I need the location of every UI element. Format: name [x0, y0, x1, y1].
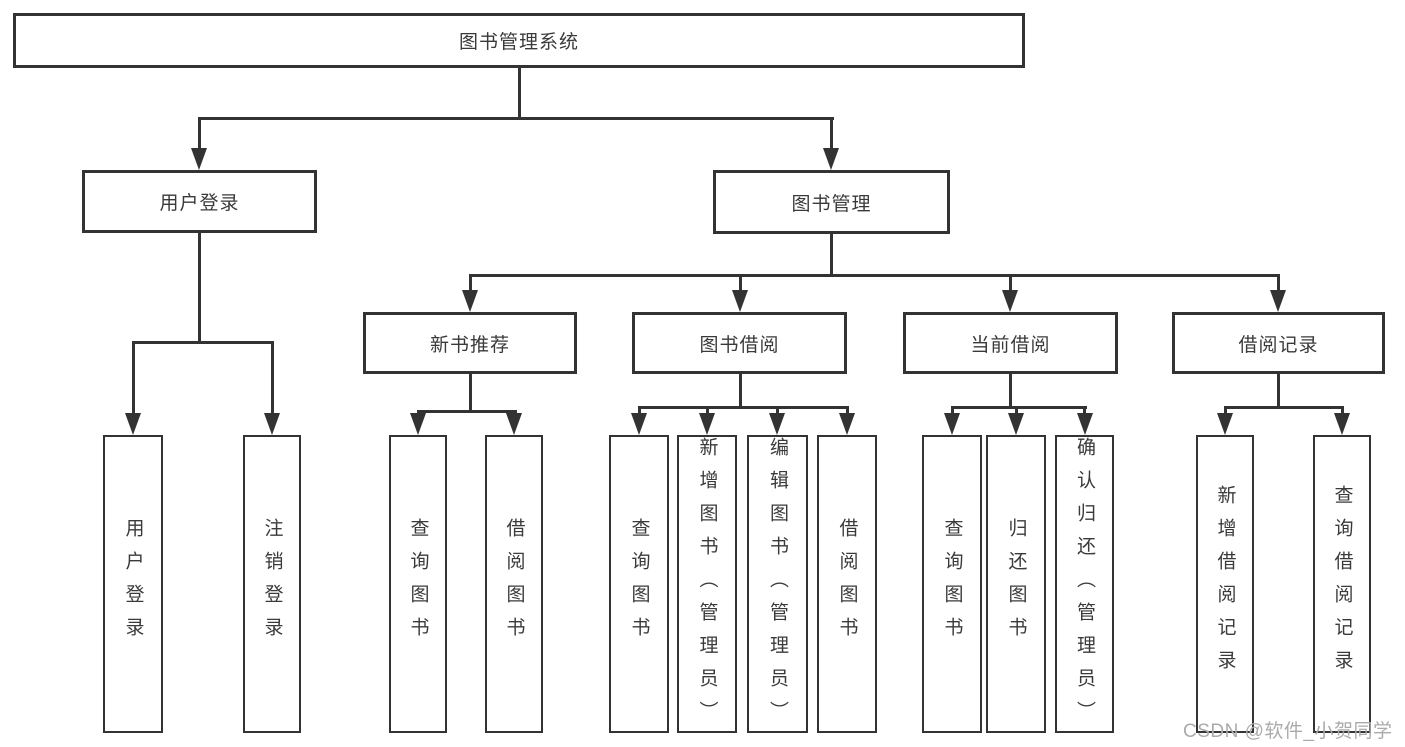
connector-root-to-user-login [197, 117, 201, 150]
connector-root-stem [517, 68, 521, 117]
leaf-query-books-recommend-label: 查询图书 [407, 518, 429, 650]
connector-user-login-stem [197, 233, 201, 341]
connector-book-borrow-stem [738, 374, 742, 406]
arrowhead-leaf-borrow-books-recommend [506, 413, 522, 435]
connector-current-borrow-branch [950, 406, 1087, 409]
leaf-edit-book-admin-label: 编辑图书（管理员） [767, 437, 788, 734]
arrowhead-borrow-records [1270, 290, 1286, 312]
arrowhead-leaf-return-book [1008, 413, 1024, 435]
connector-to-leaf-confirm-return-admin [1083, 406, 1086, 415]
arrowhead-leaf-user-login [125, 413, 141, 435]
leaf-query-books-borrow: 查询图书 [609, 435, 669, 733]
leaf-borrow-books: 借阅图书 [817, 435, 877, 733]
arrowhead-leaf-edit-book-admin [769, 413, 785, 435]
leaf-return-book: 归还图书 [986, 435, 1046, 733]
connector-user-login-branch [131, 341, 274, 344]
leaf-borrow-books-label: 借阅图书 [836, 518, 858, 650]
connector-to-borrow-records [1276, 274, 1280, 292]
connector-borrow-records-stem [1277, 374, 1280, 406]
leaf-user-login-label: 用户登录 [122, 518, 144, 650]
connector-to-leaf-query-books-borrow [637, 406, 641, 415]
connector-to-leaf-query-books-recommend [416, 410, 420, 415]
leaf-query-books-current-label: 查询图书 [941, 518, 963, 650]
arrowhead-leaf-borrow-books [839, 413, 855, 435]
arrowhead-leaf-query-books-current [944, 413, 960, 435]
connector-to-leaf-query-borrow-record [1340, 406, 1344, 415]
leaf-edit-book-admin: 编辑图书（管理员） [747, 435, 808, 734]
node-new-book-recommend: 新书推荐 [363, 312, 577, 374]
node-root: 图书管理系统 [13, 13, 1025, 68]
leaf-return-book-label: 归还图书 [1005, 518, 1027, 650]
leaf-logout: 注销登录 [243, 435, 301, 733]
arrowhead-leaf-add-book-admin [699, 413, 715, 435]
leaf-add-book-admin-label: 新增图书（管理员） [696, 437, 718, 734]
connector-to-new-book-recommend [468, 274, 472, 292]
connector-new-book-recommend-branch [416, 410, 517, 413]
leaf-query-borrow-record-label: 查询借阅记录 [1331, 485, 1353, 683]
leaf-confirm-return-admin-label: 确认归还（管理员） [1074, 437, 1095, 734]
leaf-query-books-recommend: 查询图书 [389, 435, 447, 733]
connector-new-book-recommend-stem [468, 374, 472, 410]
node-user-login: 用户登录 [82, 170, 317, 233]
connector-to-current-borrow [1008, 274, 1012, 292]
watermark: CSDN @软件_小贺同学 [1183, 721, 1393, 742]
connector-book-management-stem [830, 234, 833, 274]
connector-to-leaf-add-borrow-record [1223, 406, 1227, 415]
arrowhead-leaf-query-books-recommend [410, 413, 426, 435]
arrowhead-leaf-add-borrow-record [1217, 413, 1233, 435]
connector-current-borrow-stem [1008, 374, 1012, 406]
leaf-query-books-borrow-label: 查询图书 [628, 518, 650, 650]
connector-to-leaf-query-books-current [950, 406, 954, 415]
connector-to-leaf-logout [270, 341, 274, 415]
node-borrow-records: 借阅记录 [1172, 312, 1385, 374]
node-book-borrow: 图书借阅 [632, 312, 847, 374]
connector-borrow-records-branch [1223, 406, 1344, 409]
arrowhead-current-borrow [1002, 290, 1018, 312]
connector-to-leaf-borrow-books [845, 406, 849, 415]
leaf-query-borrow-record: 查询借阅记录 [1313, 435, 1371, 733]
connector-to-leaf-add-book-admin [705, 406, 709, 415]
arrowhead-user-login [191, 148, 207, 170]
connector-to-leaf-user-login [131, 341, 135, 415]
leaf-add-borrow-record: 新增借阅记录 [1196, 435, 1254, 733]
connector-to-leaf-return-book [1014, 406, 1018, 415]
leaf-borrow-books-recommend-label: 借阅图书 [503, 518, 525, 650]
leaf-query-books-current: 查询图书 [922, 435, 982, 733]
leaf-add-borrow-record-label: 新增借阅记录 [1214, 485, 1236, 683]
leaf-user-login: 用户登录 [103, 435, 163, 733]
connector-book-management-branch [468, 274, 1280, 277]
arrowhead-leaf-query-books-borrow [631, 413, 647, 435]
arrowhead-leaf-logout [264, 413, 280, 435]
node-book-management: 图书管理 [713, 170, 950, 234]
arrowhead-leaf-confirm-return-admin [1076, 413, 1093, 435]
arrowhead-leaf-query-borrow-record [1334, 413, 1350, 435]
connector-to-leaf-borrow-books-recommend [512, 410, 516, 415]
leaf-borrow-books-recommend: 借阅图书 [485, 435, 543, 733]
leaf-confirm-return-admin: 确认归还（管理员） [1055, 435, 1114, 734]
arrowhead-new-book-recommend [462, 290, 478, 312]
leaf-logout-label: 注销登录 [261, 518, 283, 650]
arrowhead-book-borrow [732, 290, 748, 312]
node-current-borrow: 当前借阅 [903, 312, 1118, 374]
leaf-add-book-admin: 新增图书（管理员） [677, 435, 737, 734]
connector-book-borrow-branch [637, 406, 849, 409]
arrowhead-book-management [823, 148, 839, 170]
connector-to-book-borrow [738, 274, 742, 292]
connector-to-leaf-edit-book-admin [775, 406, 779, 415]
connector-root-branch [197, 117, 834, 120]
connector-root-to-book-management [830, 117, 833, 150]
